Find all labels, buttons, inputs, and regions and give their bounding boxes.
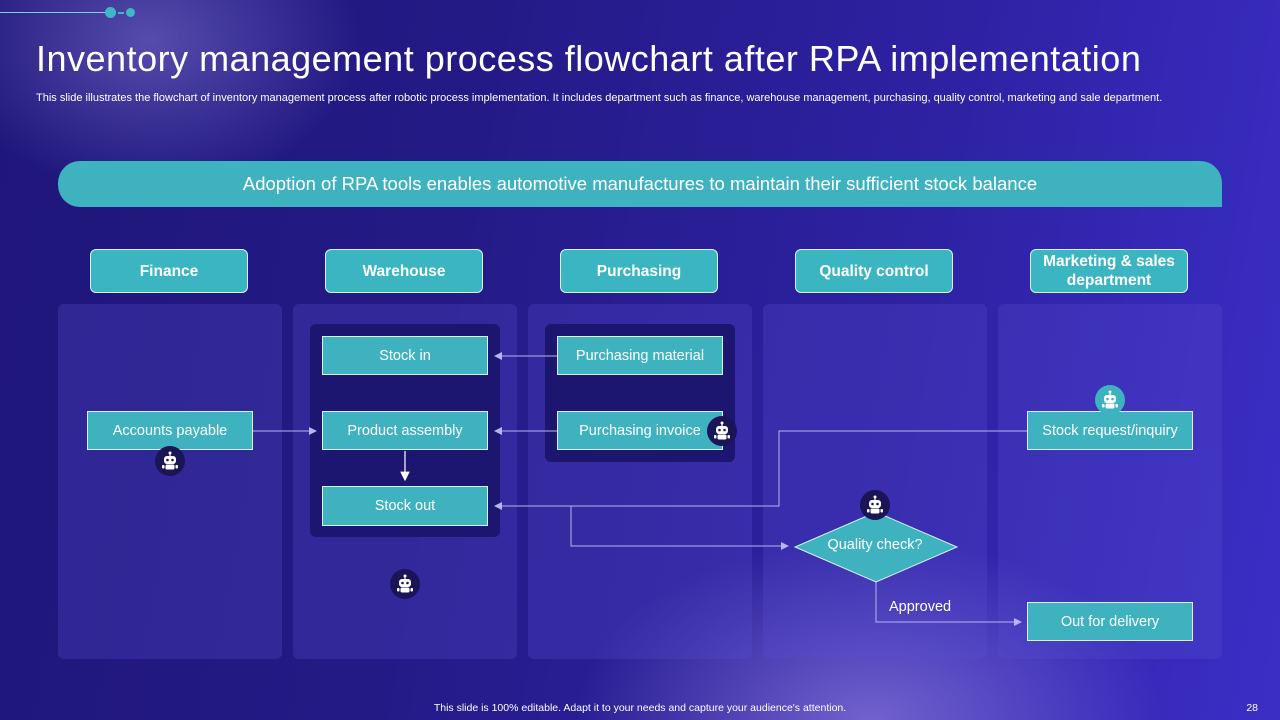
robot-icon [1095, 385, 1125, 415]
edge-quality-to-delivery [875, 582, 1022, 626]
robot-icon [707, 416, 737, 446]
edge-stockout-to-quality [570, 506, 789, 550]
footer-note: This slide is 100% editable. Adapt it to… [433, 702, 847, 714]
robot-icon [860, 490, 890, 520]
lane-quality-control [763, 304, 987, 659]
header-accent-line [0, 12, 108, 13]
node-purchasing-invoice: Purchasing invoice [557, 411, 723, 450]
node-stock-out: Stock out [322, 486, 488, 526]
node-purchasing-material: Purchasing material [557, 336, 723, 375]
node-stock-request: Stock request/inquiry [1027, 411, 1193, 450]
header-accent-dash [118, 12, 124, 14]
header-accent-dot [126, 8, 135, 17]
header-accent-dot [105, 7, 116, 18]
page-subtitle: This slide illustrates the flowchart of … [36, 92, 1163, 104]
node-accounts-payable: Accounts payable [87, 411, 253, 450]
dept-warehouse: Warehouse [325, 249, 483, 293]
banner: Adoption of RPA tools enables automotive… [58, 161, 1222, 207]
node-quality-check-label: Quality check? [827, 537, 923, 553]
robot-icon [155, 446, 185, 476]
node-out-for-delivery: Out for delivery [1027, 602, 1193, 641]
banner-text: Adoption of RPA tools enables automotive… [242, 173, 1038, 194]
dept-quality-control: Quality control [795, 249, 953, 293]
node-stock-in: Stock in [322, 336, 488, 375]
page-title: Inventory management process flowchart a… [36, 38, 1142, 79]
edge-request-to-stockout [494, 430, 1027, 510]
dept-finance: Finance [90, 249, 248, 293]
quality-check-diamond [793, 511, 959, 583]
lane-marketing-sales [998, 304, 1222, 659]
dept-purchasing: Purchasing [560, 249, 718, 293]
robot-icon [390, 569, 420, 599]
lane-finance [58, 304, 282, 659]
dept-marketing-sales: Marketing & sales department [1030, 249, 1188, 293]
node-product-assembly: Product assembly [322, 411, 488, 450]
page-number: 28 [1246, 702, 1258, 714]
edge-label-approved: Approved [889, 599, 952, 615]
